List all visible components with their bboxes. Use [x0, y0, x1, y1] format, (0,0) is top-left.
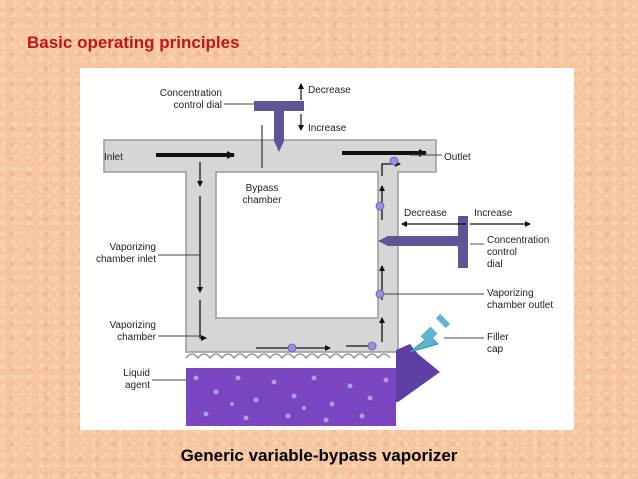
inlet-label: Inlet [104, 152, 123, 163]
flow-bubbles [287, 156, 399, 353]
filler-label-line2: cap [487, 344, 504, 355]
vap-chamber-label-line2: chamber [117, 332, 157, 343]
wick-scallops [185, 353, 391, 359]
vap-outlet-label-line1: Vaporizing [487, 288, 534, 299]
right-dial-label-line1: Concentration [487, 235, 549, 246]
filler-spout [396, 344, 440, 402]
leader-lines [152, 103, 484, 381]
liquid-label-line2: agent [125, 380, 150, 391]
right-concentration-dial [378, 216, 468, 268]
outlet-label: Outlet [444, 152, 471, 163]
bypass-label-line1: Bypass [246, 183, 279, 194]
slide-title: Basic operating principles [27, 33, 240, 52]
vap-chamber-label-line1: Vaporizing [109, 320, 156, 331]
right-dial-label-line2: control [487, 247, 517, 258]
bypass-label-line2: chamber [243, 195, 283, 206]
decrease-right-label: Decrease [404, 208, 447, 219]
vap-inlet-label-line2: chamber inlet [96, 254, 156, 265]
vap-inlet-label-line1: Vaporizing [109, 242, 156, 253]
decrease-top-label: Decrease [308, 85, 351, 96]
bypass-chamber [215, 171, 379, 319]
filler-label-line1: Filler [487, 332, 509, 343]
top-dial-label-line1: Concentration [160, 88, 222, 99]
top-concentration-dial [254, 101, 304, 152]
right-dial-label-line3: dial [487, 259, 503, 270]
liquid-label-line1: Liquid [123, 368, 150, 379]
dial-direction-arrows [298, 83, 531, 227]
liquid-bubbles [193, 375, 389, 423]
liquid-agent [186, 368, 396, 426]
vap-outlet-label-line2: chamber outlet [487, 300, 553, 311]
caption-text: Generic variable-bypass vaporizer [180, 446, 458, 465]
vaporizer-diagram: Concentration control dial Decrease Incr… [80, 68, 574, 430]
top-dial-label-line2: control dial [174, 100, 222, 111]
increase-right-label: Increase [474, 208, 513, 219]
increase-top-label: Increase [308, 123, 347, 134]
filler-cap [409, 313, 451, 353]
diagram-caption: Generic variable-bypass vaporizer [0, 446, 638, 466]
